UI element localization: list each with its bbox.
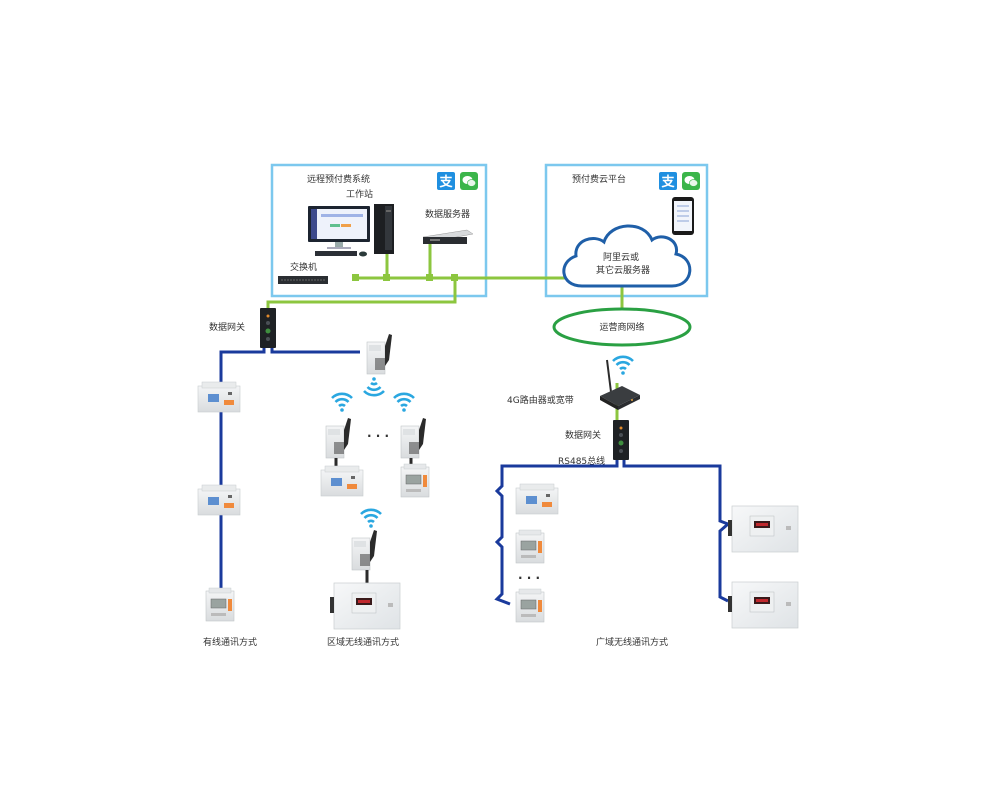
- data-server-label: 数据服务器: [425, 208, 470, 220]
- network-switch-icon: [278, 276, 328, 284]
- bus-wall-box-meter-1: [727, 505, 799, 553]
- 4g-router-icon: [600, 359, 640, 410]
- remote-prepaid-system-box: [270, 163, 488, 298]
- wifi-icon: [611, 355, 635, 377]
- prepaid-cloud-platform-title: 预付费云平台: [572, 173, 626, 185]
- workstation-label: 工作站: [346, 188, 373, 200]
- bus-small-meter-2: [515, 588, 545, 623]
- wechat-pay-icon: [459, 171, 479, 191]
- wifi-icon: [392, 392, 416, 414]
- carrier-network-label: 运营商网络: [599, 321, 644, 333]
- wired-meter-1: [197, 381, 241, 413]
- left-data-gateway-icon: [260, 308, 276, 348]
- workstation-monitor-icon: [308, 206, 370, 257]
- carrier-network-ring: [552, 307, 692, 347]
- cloud-line-2: 其它云服务器: [596, 264, 650, 276]
- wireless-node-module: [400, 417, 427, 459]
- wireless-node-module: [325, 417, 352, 459]
- alipay-icon: [437, 172, 455, 190]
- wechat-pay-icon: [681, 171, 701, 191]
- left-gateway-label: 数据网关: [209, 321, 245, 333]
- right-data-gateway-icon: [613, 420, 629, 460]
- ellipsis: · · ·: [518, 571, 540, 585]
- bus-din-meter: [515, 483, 559, 515]
- rs485-bus-lines: [494, 460, 731, 606]
- prepaid-cloud-platform-box: [544, 163, 709, 298]
- alipay-icon: [659, 172, 677, 190]
- wide-wireless-section-label: 广域无线通讯方式: [596, 636, 668, 648]
- wireless-din-meter: [320, 465, 364, 497]
- bus-wall-box-meter-2: [727, 581, 799, 629]
- local-wireless-section-label: 区域无线通讯方式: [327, 636, 399, 648]
- switch-label: 交换机: [290, 261, 317, 273]
- wifi-icon: [359, 508, 383, 530]
- wired-meter-2: [197, 484, 241, 516]
- wireless-wall-box-meter: [329, 582, 401, 630]
- wireless-master-module: [366, 333, 393, 375]
- remote-prepaid-system-title: 远程预付费系统: [307, 173, 370, 185]
- wireless-box-module: [351, 529, 378, 571]
- ellipsis: · · ·: [367, 429, 389, 443]
- data-server-icon: [422, 229, 474, 244]
- cloud-server-shape: [562, 224, 692, 288]
- wifi-icon: [362, 375, 386, 397]
- wired-meter-3: [205, 587, 235, 622]
- wired-bus-lines: [219, 348, 360, 600]
- bus-small-meter-1: [515, 529, 545, 564]
- wifi-icon: [330, 392, 354, 414]
- router-label: 4G路由器或宽带: [507, 394, 574, 406]
- wireless-small-meter: [400, 463, 430, 498]
- wired-section-label: 有线通讯方式: [203, 636, 257, 648]
- smartphone-icon: [672, 197, 694, 235]
- right-gateway-label: 数据网关: [565, 429, 601, 441]
- workstation-tower-icon: [374, 204, 394, 254]
- cloud-line-1: 阿里云或: [603, 251, 639, 263]
- rs485-bus-label: RS485总线: [558, 455, 605, 467]
